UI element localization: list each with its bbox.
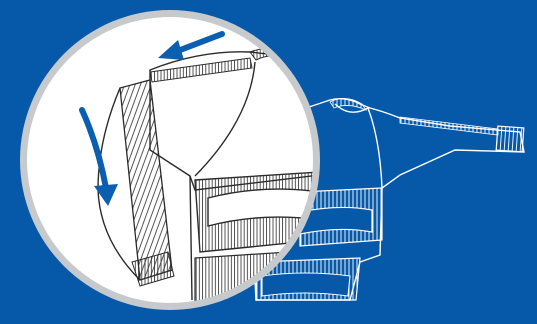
sleeve-top-ribbing	[400, 117, 498, 135]
hem-fold	[262, 273, 350, 296]
neck-ribbing	[330, 98, 366, 110]
sweater-raglan-seam	[368, 108, 382, 188]
sleeve-cuff-ribbing	[496, 126, 524, 152]
